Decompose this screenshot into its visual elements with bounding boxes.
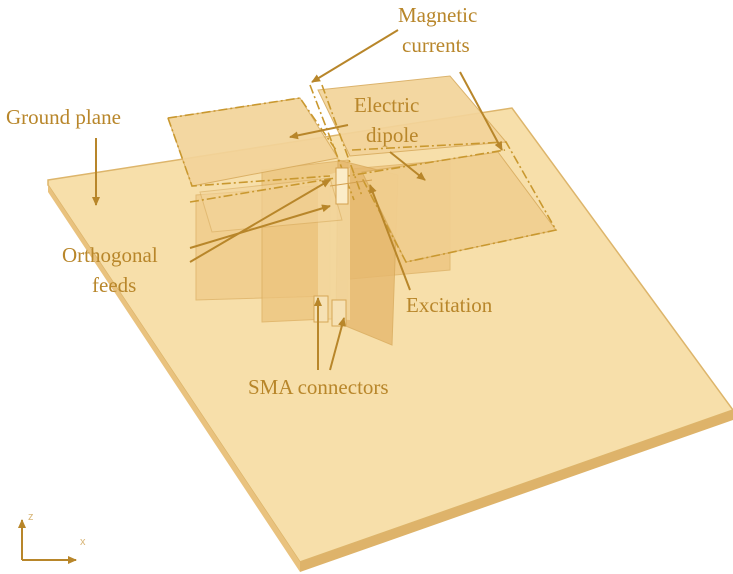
axis-x-label: x bbox=[80, 536, 86, 548]
central-feed bbox=[329, 167, 373, 205]
dipole-patches bbox=[167, 75, 557, 263]
annotation-arrows bbox=[92, 29, 503, 371]
ground-plane-label: Ground plane bbox=[6, 105, 121, 129]
sma-connectors-label: SMA connectors bbox=[248, 375, 389, 399]
excitation-label: Excitation bbox=[406, 293, 493, 317]
coordinate-axes-icon: z x bbox=[18, 511, 86, 564]
magnetic-currents-label-line1: Magnetic bbox=[398, 3, 477, 27]
orthogonal-feeds-label-line1: Orthogonal bbox=[62, 243, 158, 267]
axis-z-label: z bbox=[28, 511, 34, 523]
electric-dipole-label-line1: Electric bbox=[354, 93, 419, 117]
orthogonal-feeds-label-line2: feeds bbox=[92, 273, 136, 297]
electric-dipole-label-line2: dipole bbox=[366, 123, 419, 147]
magnetic-currents-label-line2: currents bbox=[402, 33, 470, 57]
